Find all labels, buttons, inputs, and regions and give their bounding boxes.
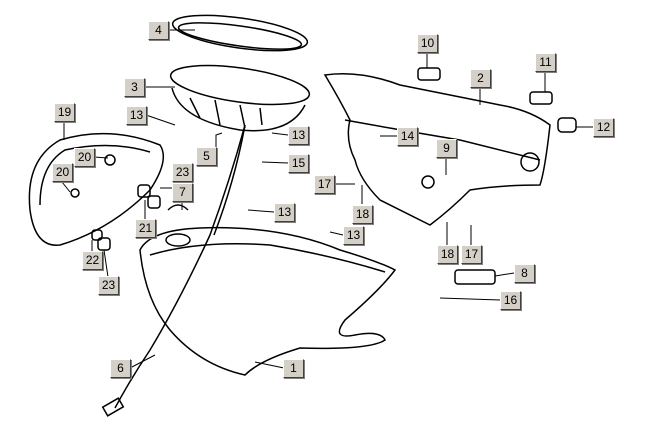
part-label-21[interactable]: 21 [135,219,156,238]
part-label-4[interactable]: 4 [148,21,169,40]
part-label-11[interactable]: 11 [535,53,556,72]
part-12 [557,117,577,133]
part-label-14[interactable]: 14 [397,127,418,146]
part-label-6[interactable]: 6 [110,359,131,378]
part-label-23[interactable]: 23 [98,276,119,295]
part-label-19[interactable]: 19 [54,103,75,122]
part-label-13[interactable]: 13 [274,203,295,222]
part-label-17[interactable]: 17 [314,175,335,194]
part-label-10[interactable]: 10 [417,34,438,53]
cable-end [101,397,125,417]
part-label-7[interactable]: 7 [172,183,193,202]
part-label-13[interactable]: 13 [126,106,147,125]
part-label-16[interactable]: 16 [500,291,521,310]
part-label-3[interactable]: 3 [124,78,145,97]
part-label-1[interactable]: 1 [283,359,304,378]
part-19-cover [28,132,165,246]
part-label-12[interactable]: 12 [593,118,614,137]
part-label-23[interactable]: 23 [172,163,193,182]
part-label-8[interactable]: 8 [514,264,535,283]
part-label-18[interactable]: 18 [352,205,373,224]
part-1-shield [139,226,397,376]
part-label-13[interactable]: 13 [288,126,309,145]
part-label-13[interactable]: 13 [343,226,364,245]
part-label-20[interactable]: 20 [74,148,95,167]
leader-lines [61,29,593,369]
part-2-bracket [323,73,551,226]
part-8 [454,269,496,285]
part-label-22[interactable]: 22 [82,251,103,270]
part-11 [529,91,553,105]
part-label-20[interactable]: 20 [52,163,73,182]
part-4-lens [171,14,309,52]
part-label-9[interactable]: 9 [436,139,457,158]
part-label-15[interactable]: 15 [288,154,309,173]
part-label-17[interactable]: 17 [461,245,482,264]
part-label-18[interactable]: 18 [437,245,458,264]
part-6-cable [114,124,246,409]
part-label-2[interactable]: 2 [470,69,491,88]
part-10 [417,67,441,81]
part-3-speedometer [169,64,311,132]
part-label-5[interactable]: 5 [196,147,217,166]
